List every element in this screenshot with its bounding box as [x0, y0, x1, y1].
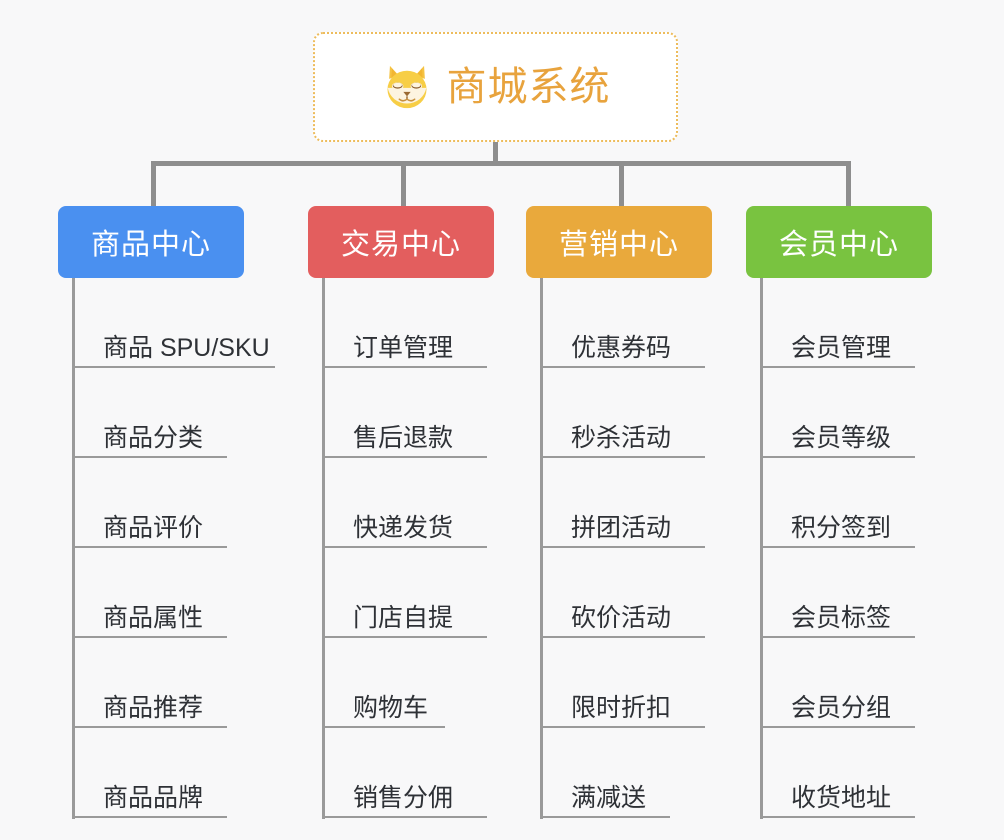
leaf-item-2-4[interactable]: 限时折扣 — [540, 638, 705, 728]
leaf-item-2-2[interactable]: 拼团活动 — [540, 458, 705, 548]
leaf-item-1-3[interactable]: 门店自提 — [322, 548, 487, 638]
root-node[interactable]: 商城系统 — [313, 32, 678, 142]
leaf-underline — [72, 726, 227, 728]
branch-column-0: 商品 SPU/SKU 商品分类 商品评价 商品属性 商品推荐 商品品牌 — [72, 278, 292, 826]
leaf-label: 商品评价 — [103, 514, 204, 542]
leaf-underline — [72, 816, 227, 818]
leaf-label: 售后退款 — [353, 424, 454, 452]
leaf-label: 商品品牌 — [103, 784, 204, 812]
leaf-underline — [540, 456, 705, 458]
category-box-3[interactable]: 会员中心 — [746, 206, 932, 278]
leaf-item-3-1[interactable]: 会员等级 — [760, 368, 915, 458]
leaf-item-0-4[interactable]: 商品推荐 — [72, 638, 227, 728]
leaf-label: 门店自提 — [353, 604, 454, 632]
leaf-item-3-3[interactable]: 会员标签 — [760, 548, 915, 638]
leaf-label: 会员标签 — [791, 604, 892, 632]
leaf-label: 会员等级 — [791, 424, 892, 452]
category-label-1: 交易中心 — [340, 229, 461, 261]
leaf-label: 商品属性 — [103, 604, 204, 632]
leaf-label: 快递发货 — [353, 514, 454, 542]
leaf-label: 砍价活动 — [571, 604, 672, 632]
leaf-label: 订单管理 — [353, 334, 454, 362]
leaf-label: 收货地址 — [791, 784, 892, 812]
leaf-underline — [760, 726, 915, 728]
leaf-label: 优惠券码 — [571, 334, 672, 362]
drop-connector-3 — [619, 161, 624, 206]
leaf-label: 秒杀活动 — [571, 424, 672, 452]
leaf-underline — [540, 546, 705, 548]
leaf-label: 满减送 — [571, 784, 647, 812]
leaf-underline — [72, 546, 227, 548]
category-box-2[interactable]: 营销中心 — [526, 206, 712, 278]
leaf-underline — [72, 366, 275, 368]
leaf-item-3-5[interactable]: 收货地址 — [760, 728, 915, 818]
category-box-0[interactable]: 商品中心 — [58, 206, 244, 278]
leaf-label: 销售分佣 — [353, 784, 454, 812]
branch-column-2: 优惠券码 秒杀活动 拼团活动 砍价活动 限时折扣 满减送 — [540, 278, 740, 826]
drop-connector-1 — [151, 161, 156, 206]
drop-connector-2 — [401, 161, 406, 206]
leaf-underline — [322, 636, 487, 638]
leaf-underline — [322, 816, 487, 818]
leaf-item-0-3[interactable]: 商品属性 — [72, 548, 227, 638]
leaf-label: 商品推荐 — [103, 694, 204, 722]
branch-trunk-0 — [72, 278, 75, 819]
category-label-0: 商品中心 — [90, 229, 211, 261]
horizontal-bus-connector — [151, 161, 851, 166]
category-label-3: 会员中心 — [778, 229, 899, 261]
leaf-item-2-3[interactable]: 砍价活动 — [540, 548, 705, 638]
branch-trunk-3 — [760, 278, 763, 819]
leaf-item-0-0[interactable]: 商品 SPU/SKU — [72, 278, 275, 368]
leaf-underline — [322, 366, 487, 368]
leaf-underline — [322, 456, 487, 458]
leaf-underline — [760, 636, 915, 638]
root-stem-connector — [493, 142, 498, 163]
leaf-item-2-5[interactable]: 满减送 — [540, 728, 670, 818]
leaf-underline — [760, 366, 915, 368]
category-box-1[interactable]: 交易中心 — [308, 206, 494, 278]
branch-column-1: 订单管理 售后退款 快递发货 门店自提 购物车 销售分佣 — [322, 278, 522, 826]
leaf-label: 购物车 — [353, 694, 429, 722]
leaf-underline — [72, 636, 227, 638]
leaf-label: 商品 SPU/SKU — [103, 334, 270, 362]
leaf-item-0-2[interactable]: 商品评价 — [72, 458, 227, 548]
leaf-label: 会员分组 — [791, 694, 892, 722]
leaf-underline — [322, 546, 487, 548]
branch-column-3: 会员管理 会员等级 积分签到 会员标签 会员分组 收货地址 — [760, 278, 960, 826]
branch-trunk-1 — [322, 278, 325, 819]
leaf-item-2-0[interactable]: 优惠券码 — [540, 278, 705, 368]
branch-trunk-2 — [540, 278, 543, 819]
leaf-label: 商品分类 — [103, 424, 204, 452]
leaf-label: 会员管理 — [791, 334, 892, 362]
leaf-item-1-0[interactable]: 订单管理 — [322, 278, 487, 368]
root-title: 商城系统 — [446, 65, 611, 109]
leaf-item-1-4[interactable]: 购物车 — [322, 638, 445, 728]
leaf-item-1-1[interactable]: 售后退款 — [322, 368, 487, 458]
leaf-label: 限时折扣 — [571, 694, 672, 722]
leaf-underline — [760, 456, 915, 458]
leaf-item-3-4[interactable]: 会员分组 — [760, 638, 915, 728]
leaf-underline — [322, 726, 445, 728]
leaf-underline — [760, 816, 915, 818]
drop-connector-4 — [846, 161, 851, 206]
leaf-item-0-1[interactable]: 商品分类 — [72, 368, 227, 458]
leaf-underline — [540, 366, 705, 368]
leaf-label: 拼团活动 — [571, 514, 672, 542]
leaf-item-1-2[interactable]: 快递发货 — [322, 458, 487, 548]
leaf-underline — [540, 726, 705, 728]
category-label-2: 营销中心 — [558, 229, 679, 261]
shiba-dog-face-icon — [387, 65, 426, 109]
leaf-item-2-1[interactable]: 秒杀活动 — [540, 368, 705, 458]
leaf-item-0-5[interactable]: 商品品牌 — [72, 728, 227, 818]
leaf-label: 积分签到 — [791, 514, 892, 542]
leaf-underline — [540, 636, 705, 638]
leaf-underline — [540, 816, 670, 818]
leaf-item-3-0[interactable]: 会员管理 — [760, 278, 915, 368]
leaf-item-3-2[interactable]: 积分签到 — [760, 458, 915, 548]
leaf-underline — [72, 456, 227, 458]
leaf-item-1-5[interactable]: 销售分佣 — [322, 728, 487, 818]
leaf-underline — [760, 546, 915, 548]
